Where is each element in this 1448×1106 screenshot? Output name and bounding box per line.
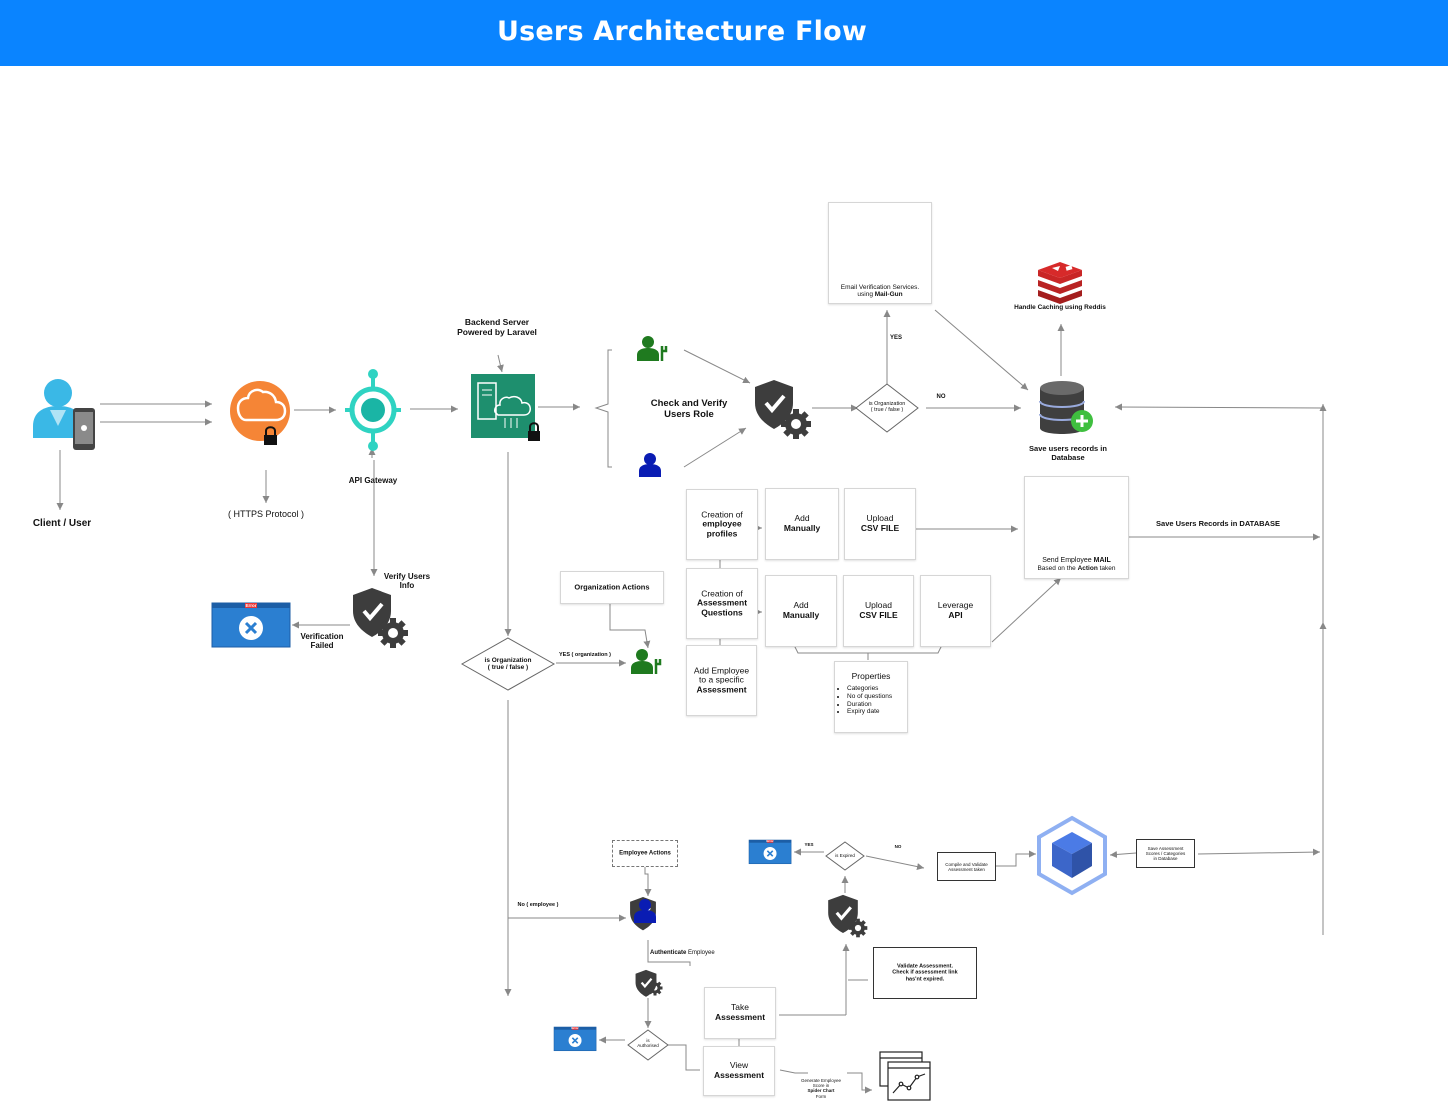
authenticate-employee-label: Authenticate Employee (650, 950, 715, 956)
page-title: Users Architecture Flow (497, 16, 867, 47)
database-add-icon (1039, 381, 1093, 434)
user-icon (639, 453, 661, 477)
is-expired-diamond (825, 841, 865, 871)
error-window-icon (210, 601, 292, 649)
backend-server-label: Backend Server Powered by Laravel (457, 317, 537, 337)
yes-label: YES (889, 335, 902, 341)
cube-icon (1037, 815, 1107, 896)
save-users-records-database-label: Save Users Records in DATABASE (1156, 519, 1280, 528)
client-user-label: Client / User (32, 518, 92, 529)
decision-diamonds (460, 383, 919, 1061)
verify-users-info-label: Verify Users Info (383, 572, 431, 591)
property-item: No of questions (847, 693, 907, 701)
api-gateway-label: API Gateway (348, 476, 398, 485)
admin-user-icon (629, 647, 662, 676)
no-small-label: NO (894, 844, 902, 849)
is-authorised-diamond (627, 1029, 669, 1061)
spider-chart-icon (879, 1051, 931, 1101)
error-badge-label: Error (245, 603, 257, 608)
cloud-lock-icon (230, 381, 290, 445)
is-organization-top-label: is Organization( true / false ) (868, 401, 906, 414)
error-window-icon (553, 1026, 597, 1052)
verification-failed-label: Verification Failed (300, 632, 344, 651)
employee-actions-box: Employee Actions (612, 840, 678, 867)
redis-icon (1038, 262, 1082, 304)
header-bar: Users Architecture Flow (0, 0, 1448, 66)
property-item: Expiry date (847, 708, 907, 716)
yes-small-label: YES (804, 842, 814, 847)
email-verification-service-box: Email Verification Services. using Mail-… (828, 202, 932, 304)
https-protocol-label: ( HTTPS Protocol ) (227, 509, 304, 519)
api-gateway-icon (345, 369, 401, 451)
organization-actions-box: Organization Actions (560, 571, 664, 604)
is-expired-label: is Expired (835, 853, 855, 858)
redis-caching-label: Handle Caching using Reddis (1014, 304, 1106, 311)
error-window-icon (748, 839, 792, 865)
yes-organization-label: YES ( organization ) (559, 652, 611, 658)
no-employee-label: No ( employee ) (517, 902, 559, 908)
no-label: NO (936, 394, 946, 400)
security-shield-gear-icon (628, 893, 868, 998)
server-cloud-icon (471, 374, 540, 441)
is-organization-diamond-top (855, 383, 919, 433)
validate-assessment-box: Validate Assessment.Check if assessment … (873, 947, 977, 999)
send-employee-mail-box: Send Employee MAIL Based on the Action t… (1024, 476, 1129, 579)
is-organization-mid-label: is Organization( true / false ) (484, 657, 532, 672)
error-badge-label: Error (571, 1026, 579, 1030)
properties-box: Properties Categories No of questions Du… (834, 661, 908, 733)
property-item: Categories (847, 685, 907, 693)
security-shield-gear-icon (753, 378, 811, 439)
admin-user-icon (635, 334, 668, 363)
security-shield-gear-icon (351, 586, 408, 648)
save-users-db-label: Save users records in Database (1029, 444, 1107, 462)
property-item: Duration (847, 701, 907, 709)
connectors (56, 309, 1327, 1094)
user-with-phone-icon (33, 379, 95, 450)
error-badge-label: Error (766, 839, 774, 843)
check-verify-role-label: Check and Verify Users Role (650, 398, 728, 420)
is-organization-diamond-mid (460, 637, 556, 691)
